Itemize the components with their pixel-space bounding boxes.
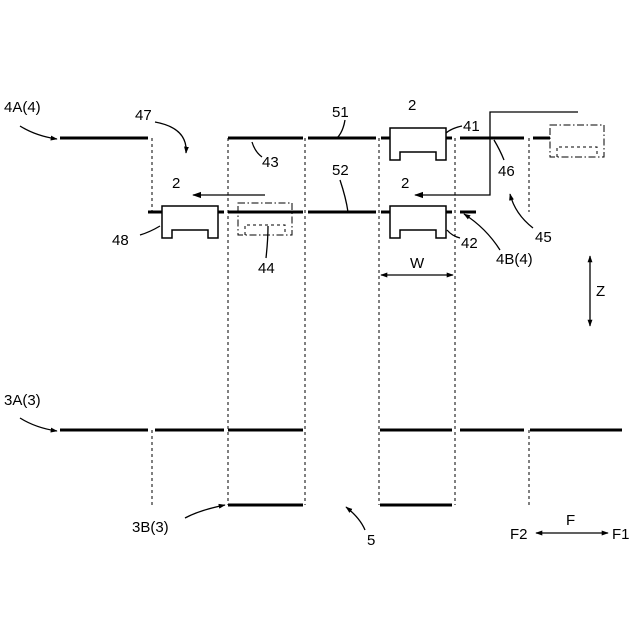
leader-5 [346,507,365,530]
leader-44 [266,226,268,258]
carrier-left [162,206,218,238]
leader-43 [252,142,262,157]
label-width-W: W [410,255,425,272]
leaders [20,120,533,530]
label-48: 48 [112,232,129,249]
label-rail-4A: 4A(4) [4,99,41,116]
phantom-outline [238,203,292,235]
label-43: 43 [262,154,279,171]
leader-48 [140,226,160,235]
label-52: 52 [332,162,349,179]
leader-41 [446,126,462,133]
label-rail-4B: 4B(4) [496,251,533,268]
phantom-inner [245,225,285,235]
dashed-guides [152,138,529,505]
leader-47 [155,122,186,153]
label-44: 44 [258,260,275,277]
label-rail-3A: 3A(3) [4,392,41,409]
label-5: 5 [367,532,375,549]
label-41: 41 [463,118,480,135]
label-42: 42 [461,235,478,252]
label-46: 46 [498,163,515,180]
carrier-top [390,128,446,160]
label-axis-Z: Z [596,283,605,300]
label-carrier-mid: 2 [401,175,409,192]
phantom-inner [557,147,597,157]
label-carrier-top: 2 [408,97,416,114]
carrier-mid [390,206,446,238]
label-rail-3B: 3B(3) [132,519,169,536]
leader-4A [20,126,57,139]
label-axis-F: F [566,512,575,529]
label-51: 51 [332,104,349,121]
phantom-carrier-right [550,125,604,157]
leader-46 [494,140,504,160]
leader-3B [185,505,225,518]
label-axis-F1: F1 [612,526,630,543]
labels: 4A(4) 3A(3) 3B(3) 4B(4) 47 43 51 52 41 4… [4,97,630,549]
leader-3A [20,418,57,431]
leader-42 [447,230,460,238]
phantom-carrier-44 [238,203,292,235]
label-45: 45 [535,229,552,246]
leader-45 [510,194,533,228]
label-47: 47 [135,107,152,124]
leader-51 [337,120,345,138]
leader-52 [340,180,348,212]
label-carrier-left: 2 [172,175,180,192]
phantom-outline [550,125,604,157]
label-axis-F2: F2 [510,526,528,543]
